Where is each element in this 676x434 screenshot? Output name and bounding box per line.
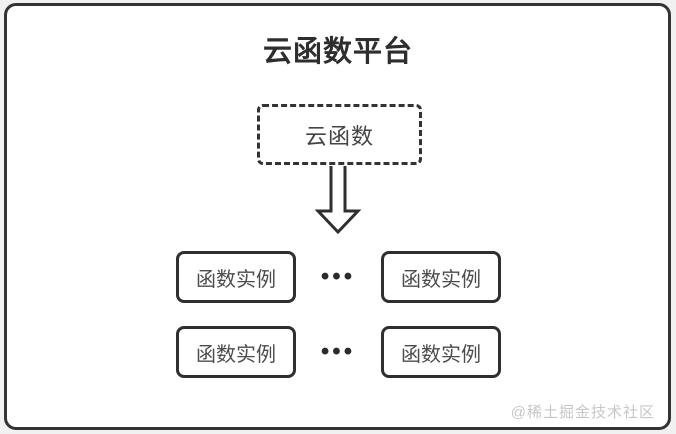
function-instance-label: 函数实例 <box>401 268 481 291</box>
function-instance-box-row1-right: 函数实例 <box>381 251 501 303</box>
function-instance-box-row1-left: 函数实例 <box>176 251 296 303</box>
cloud-function-box: 云函数 <box>257 104 422 165</box>
ellipsis-row2: ••• <box>320 338 356 365</box>
function-instance-box-row2-right: 函数实例 <box>381 326 501 378</box>
ellipsis-row1: ••• <box>320 263 356 290</box>
function-instance-label: 函数实例 <box>196 343 276 366</box>
function-instance-label: 函数实例 <box>401 343 481 366</box>
function-instance-label: 函数实例 <box>196 268 276 291</box>
cloud-function-label: 云函数 <box>304 123 374 149</box>
down-arrow-icon <box>315 166 361 234</box>
diagram-title: 云函数平台 <box>262 36 413 68</box>
watermark: @稀土掘金技术社区 <box>510 404 655 421</box>
function-instance-box-row2-left: 函数实例 <box>176 326 296 378</box>
